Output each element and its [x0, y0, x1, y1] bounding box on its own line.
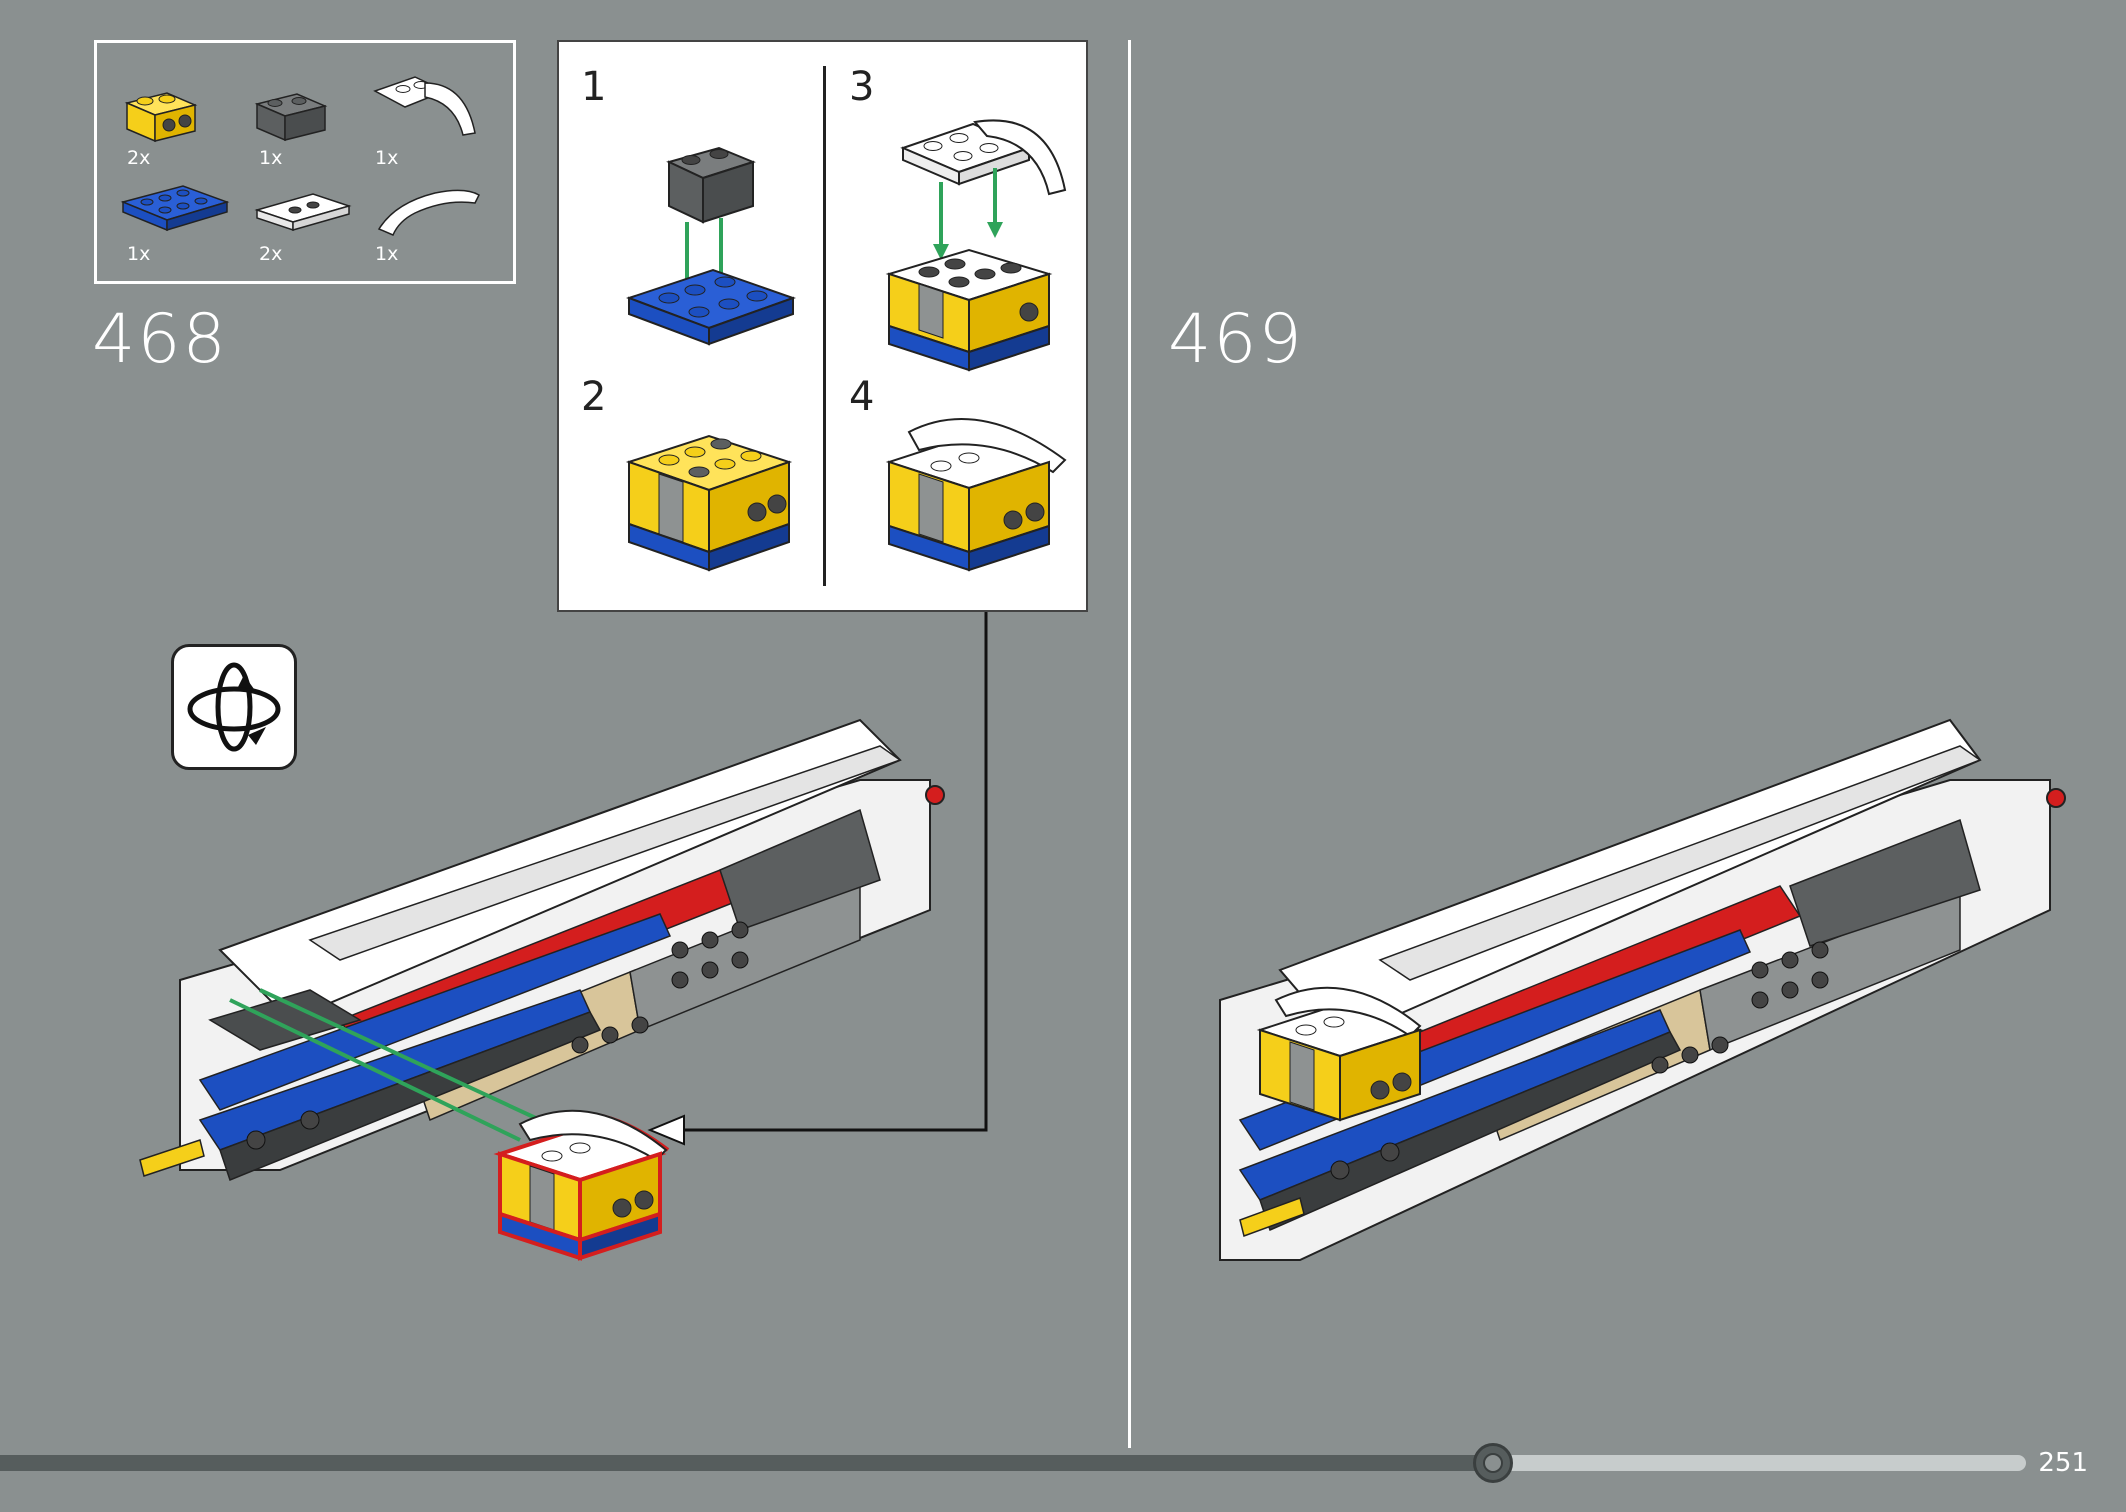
- callout-divider: [823, 66, 826, 586]
- part-qty: 2x: [259, 243, 283, 265]
- subassembly-highlight: [493, 1109, 670, 1261]
- substep-number: 1: [581, 64, 607, 110]
- step-number-right: 469: [1168, 300, 1304, 379]
- part-qty: 1x: [375, 243, 399, 265]
- substep-4-illustration: [885, 418, 1067, 572]
- substep-2-illustration: [625, 434, 793, 572]
- part-white-curved-slope: [377, 189, 480, 236]
- progress-indicator: [1473, 1443, 1513, 1483]
- substep-number: 2: [581, 374, 607, 420]
- part-white-jumper-plate: [254, 193, 352, 232]
- part-yellow-brick: [124, 92, 198, 143]
- part-white-curved-slope-plate: [373, 76, 476, 136]
- substep-number: 4: [849, 374, 875, 420]
- rotate-model-icon: [171, 644, 297, 770]
- part-blue-plate: [120, 185, 230, 232]
- part-qty: 1x: [127, 243, 151, 265]
- part-qty: 2x: [127, 147, 151, 169]
- part-qty: 1x: [375, 147, 399, 169]
- substep-1-illustration: [626, 146, 796, 346]
- page-number: 251: [2038, 1448, 2088, 1478]
- parts-list-box: 2x 1x 1x 1x 2x 1x: [94, 40, 516, 284]
- step-number-left: 468: [92, 300, 228, 379]
- model-assembly-right: [1219, 718, 2066, 1261]
- substep-3-illustration: [885, 119, 1067, 372]
- page-divider: [1128, 40, 1131, 1448]
- part-qty: 1x: [259, 147, 283, 169]
- progress-fill: [0, 1455, 1493, 1471]
- subassembly-callout: 1 3 2 4: [557, 40, 1088, 612]
- model-assembly-left: [139, 718, 945, 1181]
- substep-number: 3: [849, 64, 875, 110]
- part-dark-gray-brick: [254, 93, 328, 142]
